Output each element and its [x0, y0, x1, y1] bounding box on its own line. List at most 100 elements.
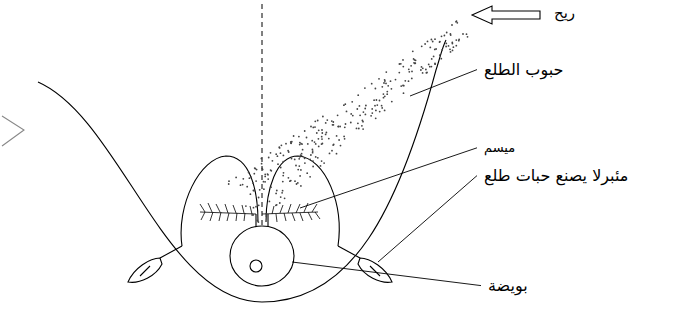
pollen-grain: [358, 128, 360, 130]
pollen-grain: [340, 145, 342, 147]
pollen-grain: [422, 67, 424, 69]
partial-arrow: [2, 116, 24, 146]
pollen-grain: [431, 39, 433, 41]
pollen-grain: [315, 156, 317, 158]
pollen-grain: [294, 180, 296, 182]
leader-line: [410, 70, 477, 96]
pollen-grain: [258, 197, 260, 199]
pollen-grain: [279, 147, 281, 149]
pollen-grain: [320, 165, 322, 167]
pollen-grain: [280, 167, 282, 169]
pollen-grain: [357, 122, 359, 124]
pollen-grain: [235, 177, 237, 179]
wind-label: ريح: [552, 4, 577, 22]
pollen-grain: [277, 163, 279, 165]
pollen-grain: [450, 51, 452, 53]
pollen-grain: [452, 43, 454, 45]
pollen-grain: [279, 202, 281, 204]
pollen-grain: [258, 221, 260, 223]
pollen-grain: [357, 94, 359, 96]
pollen-grain: [378, 78, 380, 80]
pollen-grain: [282, 190, 284, 192]
pollen-grain: [312, 166, 314, 168]
pollen-grain: [318, 138, 320, 140]
pollen-grain: [344, 126, 346, 128]
pollen-grain: [323, 162, 325, 164]
pollen-grain: [321, 160, 323, 162]
pollen-grain: [426, 72, 428, 74]
pollen-grain: [276, 190, 278, 192]
pollen-grain: [301, 155, 303, 157]
pollen-grain: [408, 80, 410, 82]
pollen-grain: [325, 122, 327, 124]
pollen-grain: [411, 78, 413, 80]
pollen-grain: [309, 158, 311, 160]
pollen-grain: [337, 114, 339, 116]
pollen-grain: [278, 146, 280, 148]
pollen-grain: [318, 129, 320, 131]
pollen-grain: [449, 48, 451, 50]
pollen-grain: [365, 105, 367, 107]
pollen-grain: [282, 161, 284, 163]
pollen-grain: [458, 39, 460, 41]
pollen-grain: [383, 82, 385, 84]
pollen-grain: [453, 46, 455, 48]
pollen-grain: [381, 105, 383, 107]
pollen-grain: [434, 63, 436, 65]
pollen-grain: [408, 68, 410, 70]
pollen-grain: [228, 183, 230, 185]
pollen-grain: [338, 126, 340, 128]
pollen-grain: [425, 69, 427, 71]
pollen-grain: [267, 178, 269, 180]
pollen-grain: [300, 154, 302, 156]
pollen-label: حبوب الطلع: [482, 60, 565, 79]
pollen-grain: [391, 101, 393, 103]
pollen-grain: [344, 103, 346, 105]
pollen-grain: [421, 45, 423, 47]
pollen-grain: [263, 188, 265, 190]
pollen-grain: [253, 190, 255, 192]
pollen-grain: [321, 143, 323, 145]
pollen-grain: [265, 215, 267, 217]
stigma: [200, 203, 320, 222]
pollen-grain: [456, 22, 458, 24]
pollen-grain: [252, 214, 254, 216]
pollen-grain: [421, 66, 423, 68]
pollen-grain: [297, 169, 299, 171]
pollen-grain: [315, 143, 317, 145]
anther-line: [370, 266, 380, 276]
pollen-grain: [275, 153, 277, 155]
pollen-grain: [387, 85, 389, 87]
pollen-grain: [451, 24, 453, 26]
pollen-grain: [350, 113, 352, 115]
pollen-grain: [452, 50, 454, 52]
pollen-grain: [429, 47, 431, 49]
pollen-grain: [326, 132, 328, 134]
pollen-grain: [285, 143, 287, 145]
pollen-grain: [445, 46, 447, 48]
pollen-grain: [456, 20, 458, 22]
dashed-axis: [262, 4, 263, 226]
pollen-grain: [359, 114, 361, 116]
pollen-grain: [364, 108, 366, 110]
leader-line: [292, 262, 481, 286]
pollen-grain: [336, 153, 338, 155]
pollen-grain: [282, 175, 284, 177]
pollen-grain: [284, 197, 286, 199]
pollen-grain: [441, 35, 443, 37]
pollen-grain: [318, 146, 320, 148]
pollen-grain: [424, 43, 426, 45]
filament: [160, 246, 182, 258]
pollen-grain: [321, 132, 323, 134]
pollen-grain: [253, 173, 255, 175]
pollen-grain: [290, 180, 292, 182]
pollen-grain: [270, 169, 272, 171]
wind-arrow: [472, 6, 540, 24]
pollen-grain: [289, 180, 291, 182]
pollen-grain: [444, 35, 446, 37]
leader-lines: [292, 70, 481, 286]
pollen-grain: [250, 193, 252, 195]
ovule-label: بويضة: [486, 276, 530, 295]
stigma-hairs: [200, 203, 320, 222]
anther: [358, 258, 392, 282]
